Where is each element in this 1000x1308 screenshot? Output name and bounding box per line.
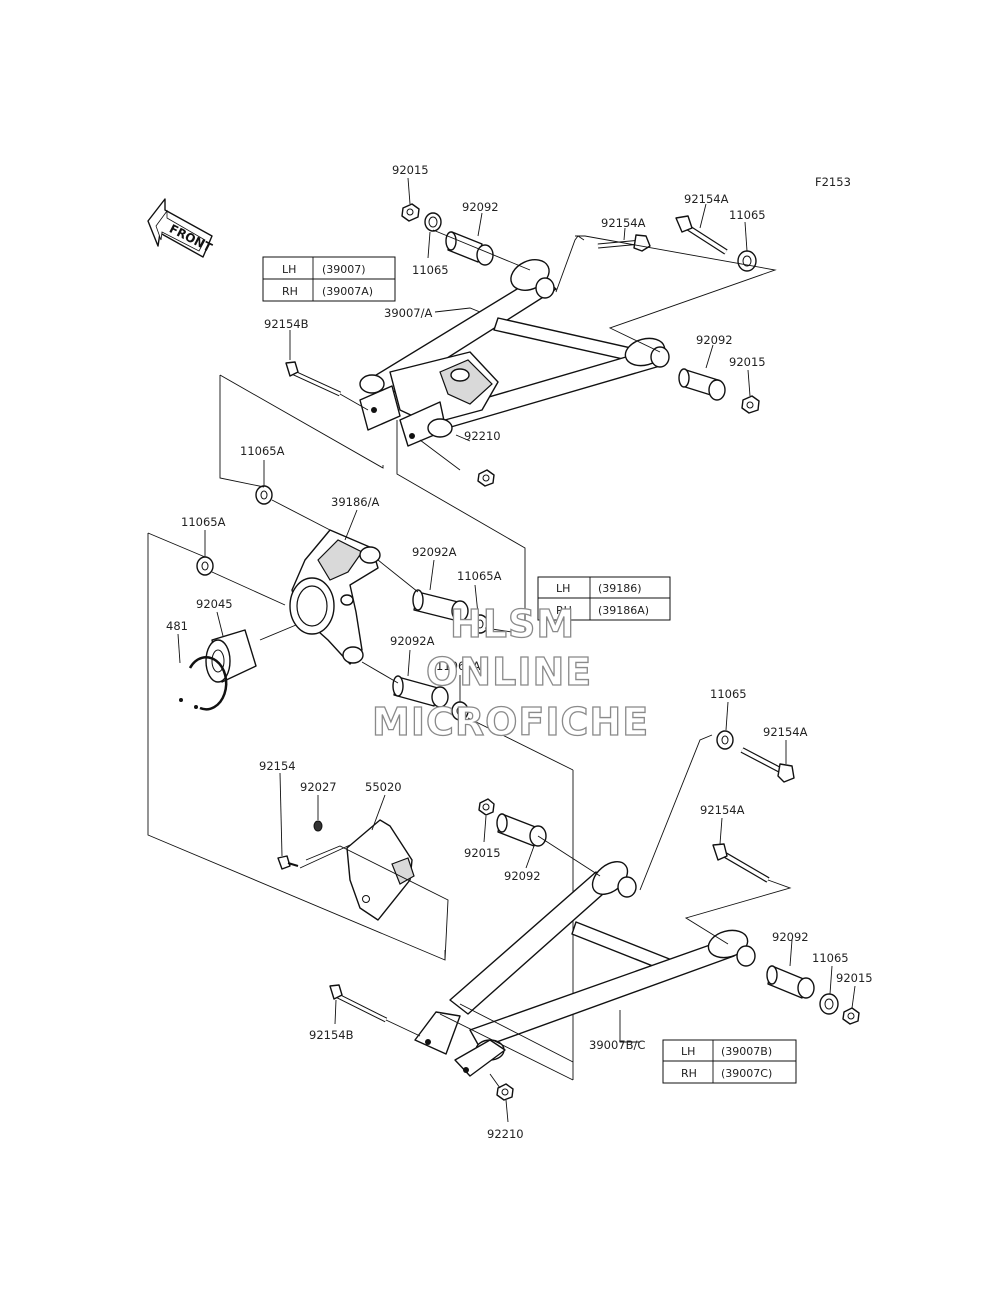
watermark: HLSM ONLINE MICROFICHE	[371, 601, 649, 744]
part-label: 92092A	[412, 545, 457, 559]
part-label: 92092	[462, 200, 499, 214]
svg-text:(39007C): (39007C)	[721, 1067, 772, 1080]
svg-text:(39007A): (39007A)	[322, 285, 373, 298]
part-label: 481	[166, 619, 188, 633]
watermark-line: ONLINE	[426, 650, 592, 694]
lower-leader-lines	[279, 701, 856, 1123]
watermark-line: HLSM	[450, 602, 575, 646]
part-label: 11065	[710, 687, 747, 701]
svg-text:LH: LH	[556, 582, 570, 595]
part-label: 11065	[812, 951, 849, 965]
figure-code: F2153	[815, 175, 851, 189]
part-label: 39007B/C	[589, 1038, 645, 1052]
upper-a-arm	[359, 259, 670, 447]
part-label: 92092A	[390, 634, 435, 648]
svg-text:RH: RH	[282, 285, 298, 298]
svg-text:(39186A): (39186A)	[598, 604, 649, 617]
upper-hardware	[285, 203, 760, 487]
part-label: 39007/A	[384, 306, 432, 320]
part-label: 39186/A	[331, 495, 379, 509]
part-label: 11065A	[436, 659, 481, 673]
part-label: 55020	[365, 780, 402, 794]
upper-arm-table: LH (39007) RH (39007A)	[262, 256, 396, 302]
svg-text:RH: RH	[681, 1067, 697, 1080]
svg-text:LH: LH	[282, 263, 296, 276]
part-labels: 92015 11065 92092 92154A 92154A 11065 39…	[166, 163, 873, 1141]
svg-text:LH: LH	[681, 1045, 695, 1058]
lower-arm-table: LH (39007B) RH (39007C)	[662, 1039, 797, 1084]
part-label: 92154A	[684, 192, 729, 206]
part-label: 92154A	[601, 216, 646, 230]
part-label: 11065A	[240, 444, 285, 458]
part-label: 92154B	[264, 317, 309, 331]
lower-a-arm	[346, 819, 756, 1077]
part-label: 92154A	[700, 803, 745, 817]
part-label: 92015	[464, 846, 501, 860]
part-label: 92154A	[763, 725, 808, 739]
part-label: 92092	[696, 333, 733, 347]
knuckle-assembly	[179, 485, 489, 721]
part-label: 92045	[196, 597, 233, 611]
part-label: 92092	[772, 930, 809, 944]
svg-text:RH: RH	[556, 604, 572, 617]
part-label: 92154	[259, 759, 296, 773]
lower-hardware	[277, 730, 860, 1101]
knuckle-leader-lines	[147, 374, 574, 1080]
part-label: 92154B	[309, 1028, 354, 1042]
part-label: 11065A	[457, 569, 502, 583]
svg-text:(39186): (39186)	[598, 582, 642, 595]
part-label: 92210	[464, 429, 501, 443]
front-arrow-icon: FRONT	[147, 198, 215, 258]
part-label: 11065	[412, 263, 449, 277]
knuckle-table: LH (39186) RH (39186A)	[537, 576, 671, 621]
part-label: 92015	[836, 971, 873, 985]
part-label: 92027	[300, 780, 337, 794]
part-label: 11065A	[181, 515, 226, 529]
upper-leader-lines	[289, 177, 777, 471]
svg-text:(39007): (39007)	[322, 263, 366, 276]
part-label: 92092	[504, 869, 541, 883]
part-label: 11065	[729, 208, 766, 222]
svg-text:(39007B): (39007B)	[721, 1045, 772, 1058]
watermark-line: MICROFICHE	[372, 700, 649, 744]
part-label: 92210	[487, 1127, 524, 1141]
part-label: 92015	[729, 355, 766, 369]
part-label: 92015	[392, 163, 429, 177]
